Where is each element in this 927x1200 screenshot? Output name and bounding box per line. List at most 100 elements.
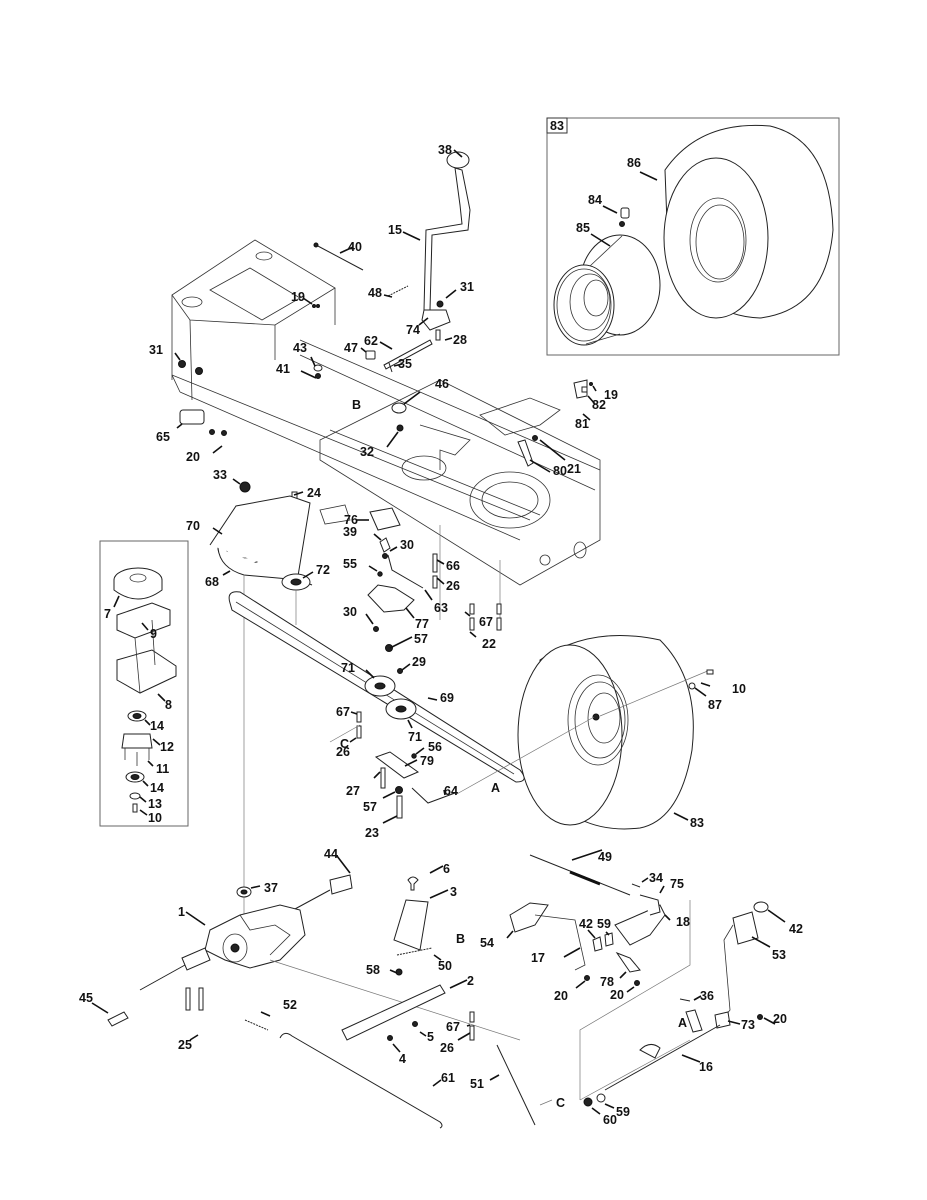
callout-9: 9 — [150, 627, 157, 641]
callout-82: 82 — [592, 398, 606, 412]
callout-50: 50 — [438, 959, 452, 973]
bracket-9-8 — [116, 602, 177, 694]
nut-57a — [385, 644, 393, 652]
nut-57b — [395, 786, 403, 794]
callout-A2: A — [678, 1016, 687, 1030]
callout-26a: 26 — [446, 579, 460, 593]
callout-21: 21 — [567, 462, 581, 476]
callout-17: 17 — [531, 951, 545, 965]
rod-40 — [315, 244, 364, 271]
nut-20d — [757, 1014, 763, 1020]
callout-73: 73 — [741, 1018, 755, 1032]
bracket-74 — [421, 309, 451, 331]
callout-62: 62 — [364, 334, 378, 348]
callout-29: 29 — [412, 655, 426, 669]
drive-pulleys — [209, 481, 313, 930]
callout-25: 25 — [178, 1038, 192, 1052]
leader-7 — [113, 595, 120, 608]
spring-52 — [244, 1019, 269, 1031]
callout-18: 18 — [676, 915, 690, 929]
cap-42b — [753, 901, 769, 913]
callout-1: 1 — [178, 905, 185, 919]
callout-C1: C — [340, 737, 349, 751]
small-parts-upper — [178, 242, 593, 467]
rod-61 — [279, 1032, 443, 1129]
bracket-75 — [639, 894, 661, 916]
callout-83: 83 — [690, 816, 704, 830]
leader-84 — [602, 205, 618, 214]
callout-75: 75 — [670, 877, 684, 891]
bolt-26a — [432, 575, 438, 589]
knob-38 — [446, 151, 470, 169]
callout-39: 39 — [343, 525, 357, 539]
screw-19b — [589, 382, 593, 386]
spacer-66 — [432, 553, 438, 573]
callout-79: 79 — [420, 754, 434, 768]
callout-14b: 14 — [150, 781, 164, 795]
callout-67b: 67 — [336, 705, 350, 719]
clip-82 — [581, 386, 588, 393]
callout-26b: 26 — [336, 745, 350, 759]
leader-13 — [139, 796, 147, 803]
callout-84: 84 — [588, 193, 602, 207]
callout-59a: 59 — [597, 917, 611, 931]
nut-31b — [178, 360, 186, 368]
callout-33: 33 — [213, 468, 227, 482]
bolt-27 — [380, 767, 386, 789]
callout-34: 34 — [649, 871, 663, 885]
callout-64: 64 — [444, 784, 458, 798]
wheel-inset-tag: 83 — [550, 119, 564, 133]
nut-20c — [634, 980, 640, 986]
leader-11 — [147, 760, 154, 767]
callout-26c: 26 — [440, 1041, 454, 1055]
callout-20a: 20 — [186, 450, 200, 464]
callout-63: 63 — [434, 601, 448, 615]
leader-8 — [157, 693, 166, 702]
leader-14b — [142, 780, 149, 787]
callout-2: 2 — [467, 974, 474, 988]
nut-41 — [315, 373, 321, 379]
nut-55 — [377, 571, 383, 577]
leaders — [91, 149, 786, 1115]
callout-42b: 42 — [789, 922, 803, 936]
callout-66: 66 — [446, 559, 460, 573]
callout-56: 56 — [428, 740, 442, 754]
nut-56 — [411, 753, 417, 759]
callout-76: 76 — [344, 513, 358, 527]
callout-20b: 20 — [554, 989, 568, 1003]
callout-8: 8 — [165, 698, 172, 712]
callout-72: 72 — [316, 563, 330, 577]
callout-3: 3 — [450, 885, 457, 899]
callout-81: 81 — [575, 417, 589, 431]
wheel-inset-frame — [546, 117, 840, 356]
callout-11: 11 — [156, 762, 169, 776]
callout-12: 12 — [160, 740, 174, 754]
pulley-inset-frame — [99, 540, 189, 827]
callout-23: 23 — [365, 826, 379, 840]
callout-86: 86 — [627, 156, 641, 170]
callout-60: 60 — [603, 1113, 617, 1127]
callout-71a: 71 — [341, 661, 355, 675]
washer-87 — [688, 682, 696, 690]
nut-20b — [584, 975, 590, 981]
callout-14a: 14 — [150, 719, 164, 733]
spacer-67c — [469, 1011, 475, 1023]
callout-35: 35 — [398, 357, 412, 371]
callout-54: 54 — [480, 936, 494, 950]
nut-20a — [209, 429, 215, 435]
callout-36: 36 — [700, 989, 714, 1003]
callout-41: 41 — [276, 362, 290, 376]
callout-45: 45 — [79, 991, 93, 1005]
callout-37: 37 — [264, 881, 278, 895]
callout-4: 4 — [399, 1052, 406, 1066]
callout-77: 77 — [415, 617, 429, 631]
callout-53: 53 — [772, 948, 786, 962]
nut-30a — [382, 553, 388, 559]
bolt-23 — [396, 795, 403, 819]
bumper-65 — [179, 409, 205, 425]
nut-58 — [395, 968, 403, 976]
bolt-25 — [198, 987, 204, 1011]
bracket-80 — [517, 439, 534, 467]
callout-58: 58 — [366, 963, 380, 977]
callout-61: 61 — [441, 1071, 455, 1085]
